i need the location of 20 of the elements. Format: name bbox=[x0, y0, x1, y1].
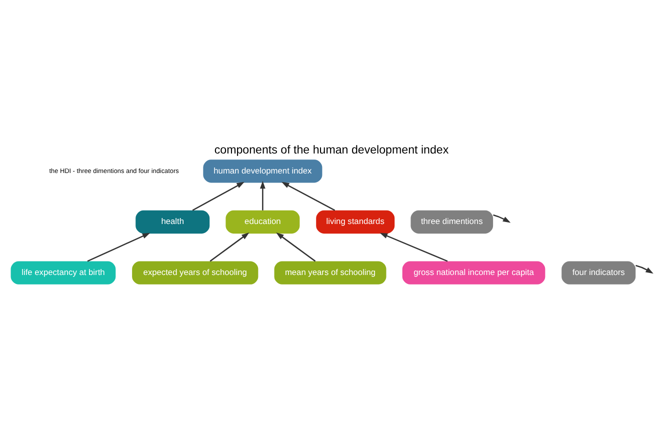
node-box: health bbox=[136, 210, 210, 234]
node-box: four indicators bbox=[562, 260, 636, 284]
node-box: living standards bbox=[316, 210, 395, 234]
node-box: human development index bbox=[203, 159, 322, 182]
node-box: expected years of schooling bbox=[132, 260, 258, 284]
arrow bbox=[192, 181, 244, 210]
arrow bbox=[87, 232, 150, 262]
node-box: gross national income per capita bbox=[402, 260, 546, 284]
arrow bbox=[636, 264, 654, 274]
node-box: mean years of schooling bbox=[274, 260, 386, 284]
arrow bbox=[276, 232, 316, 262]
arrow bbox=[210, 232, 250, 262]
node-box: education bbox=[226, 210, 300, 234]
arrow bbox=[281, 181, 336, 210]
arrow bbox=[260, 180, 266, 210]
arrow bbox=[493, 214, 511, 222]
arrow bbox=[380, 232, 448, 262]
node-box: life expectancy at birth bbox=[10, 260, 116, 284]
node-box: three dimentions bbox=[410, 210, 494, 234]
diagram-title: components of the human development index bbox=[214, 144, 449, 156]
